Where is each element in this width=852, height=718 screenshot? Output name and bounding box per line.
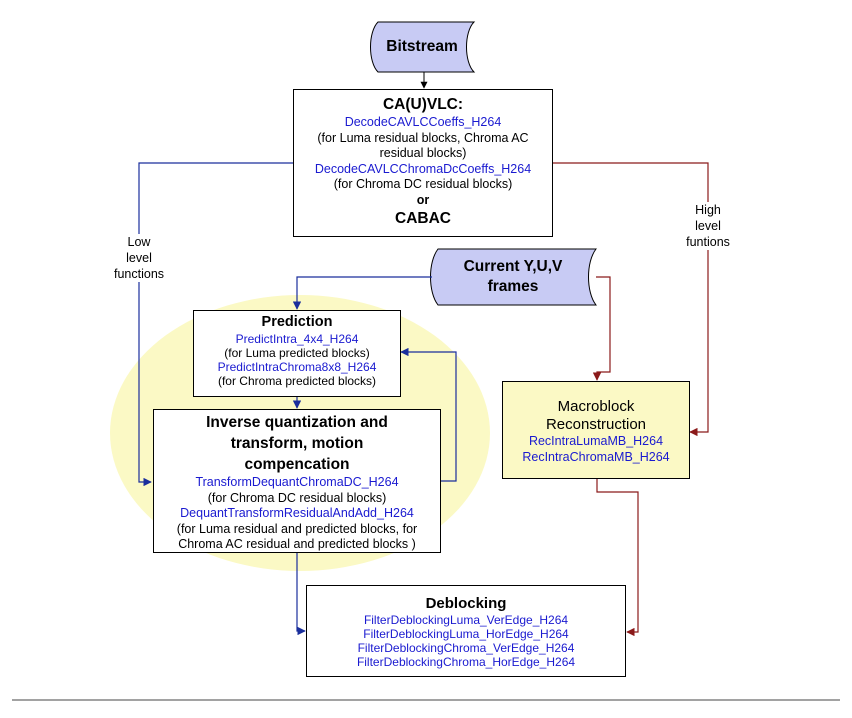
bitstream-label: Bitstream	[386, 38, 458, 55]
low-label-line1: Low	[127, 235, 151, 249]
high-level-label: High level funtions	[676, 202, 740, 250]
high-label-line3: funtions	[686, 235, 730, 249]
prediction-title: Prediction	[261, 314, 333, 330]
transform-dequant-chroma-dc-func: TransformDequantChromaDC_H264	[195, 475, 399, 489]
deblocking-title: Deblocking	[425, 595, 507, 612]
macroblock-title-line2: Reconstruction	[545, 416, 647, 433]
filter-chroma-ver-edge-func: FilterDeblockingChroma_VerEdge_H264	[357, 641, 575, 655]
rec-intra-chroma-mb-func: RecIntraChromaMB_H264	[522, 449, 670, 464]
frames-to-prediction-arrow	[292, 276, 432, 310]
macroblock-reconstruction-box: Macroblock Reconstruction RecIntraLumaMB…	[502, 381, 690, 479]
inverse-to-deblocking-arrow	[296, 552, 306, 636]
decode-cavlc-chroma-dc-func: DecodeCAVLCChromaDcCoeffs_H264	[314, 161, 532, 176]
cavlc-note-b: residual blocks)	[379, 146, 467, 160]
prediction-box: Prediction PredictIntra_4x4_H264 (for Lu…	[193, 310, 401, 397]
frames-label-line2: frames	[487, 278, 539, 295]
frames-label-line1: Current Y,U,V	[463, 258, 563, 275]
chroma-dc-residual-note: (for Chroma DC residual blocks)	[207, 490, 387, 505]
inverse-title-line2: transform, motion	[230, 435, 364, 452]
filter-chroma-hor-edge-func: FilterDeblockingChroma_HorEdge_H264	[356, 655, 576, 669]
luma-residual-note-b: Chroma AC residual and predicted blocks …	[178, 537, 416, 551]
predict-intra-chroma-func: PredictIntraChroma8x8_H264	[217, 360, 377, 374]
macroblock-to-deblocking-arrow	[596, 479, 639, 637]
chroma-predicted-note: (for Chroma predicted blocks)	[217, 374, 377, 388]
low-label-line2: level	[126, 251, 152, 265]
luma-residual-note-a: (for Luma residual and predicted blocks,…	[176, 521, 418, 536]
cavlc-title: CA(U)VLC:	[382, 96, 464, 113]
entropy-decoder-box: CA(U)VLC: DecodeCAVLCCoeffs_H264 (for Lu…	[293, 89, 553, 237]
inverse-quantization-box: Inverse quantization and transform, moti…	[153, 409, 441, 553]
predict-intra-4x4-func: PredictIntra_4x4_H264	[235, 332, 359, 346]
cavlc-note-a: (for Luma residual blocks, Chroma AC	[317, 130, 529, 145]
low-label-line3: functions	[113, 267, 165, 281]
frames-label: Current Y,U,V frames	[430, 257, 596, 297]
cabac-title: CABAC	[395, 210, 451, 227]
inverse-title-line3: compencation	[244, 456, 350, 473]
low-level-arrow	[138, 162, 293, 487]
filter-luma-ver-edge-func: FilterDeblockingLuma_VerEdge_H264	[363, 613, 569, 627]
dequant-transform-residual-func: DequantTransformResidualAndAdd_H264	[180, 506, 414, 520]
macroblock-title-line1: Macroblock	[557, 398, 635, 415]
deblocking-box: Deblocking FilterDeblockingLuma_VerEdge_…	[306, 585, 626, 677]
chroma-dc-note: (for Chroma DC residual blocks)	[333, 177, 513, 191]
feedback-arrow	[400, 347, 457, 482]
frames-shape	[430, 248, 598, 306]
inverse-title-line1: Inverse quantization and	[206, 414, 388, 431]
high-label-line1: High	[695, 203, 721, 217]
filter-luma-hor-edge-func: FilterDeblockingLuma_HorEdge_H264	[363, 627, 569, 641]
bitstream-shape	[370, 21, 476, 73]
high-level-arrow	[552, 162, 709, 437]
decode-cavlc-coeffs-func: DecodeCAVLCCoeffs_H264	[344, 115, 502, 129]
luma-predicted-note: (for Luma predicted blocks)	[224, 346, 370, 360]
rec-intra-luma-mb-func: RecIntraLumaMB_H264	[528, 434, 664, 448]
high-label-line2: level	[695, 219, 721, 233]
low-level-label: Low level functions	[100, 234, 178, 282]
frames-to-macroblock-arrow	[592, 276, 611, 381]
or-text: or	[416, 192, 430, 207]
